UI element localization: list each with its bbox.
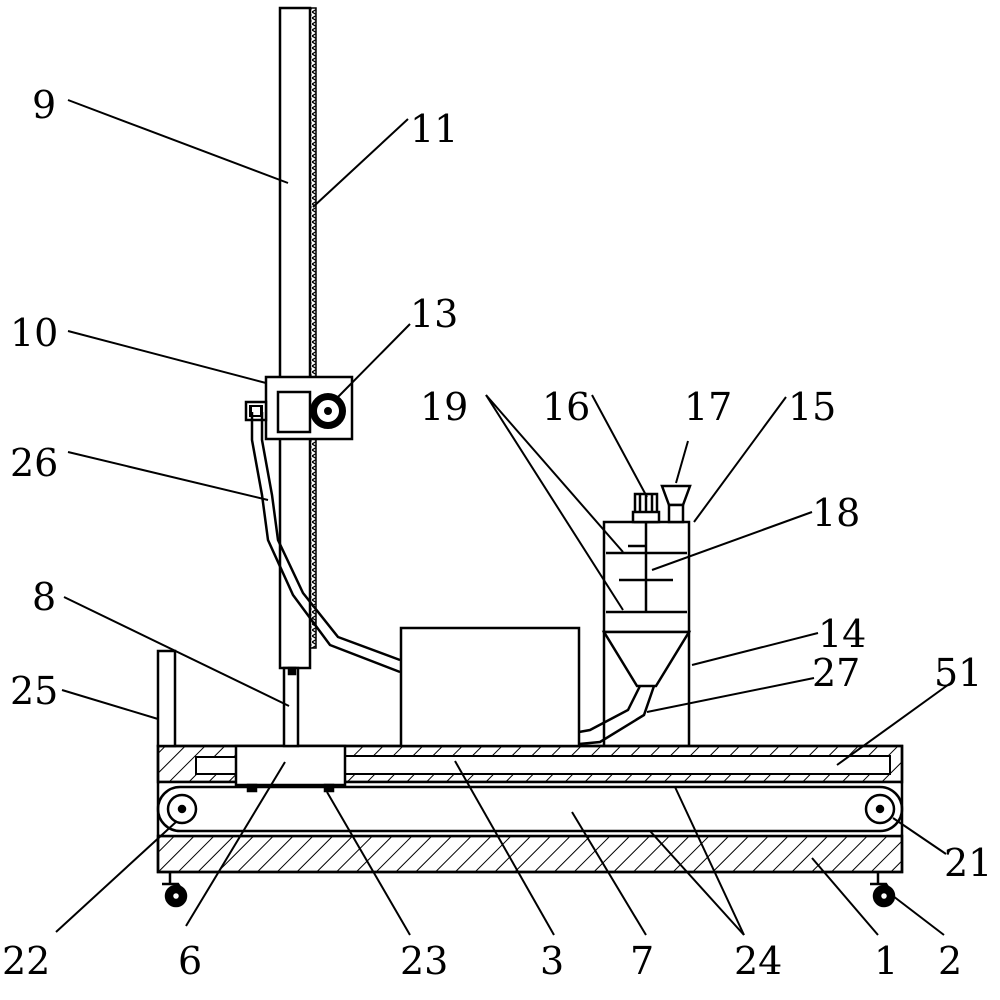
gear <box>310 393 346 429</box>
labels: 9 11 10 13 26 8 25 19 16 17 15 18 14 27 … <box>2 83 992 983</box>
rack <box>309 7 317 649</box>
label-21: 21 <box>944 841 992 885</box>
label-25: 25 <box>10 669 58 713</box>
inner-rod <box>282 666 300 748</box>
motor <box>631 492 661 524</box>
rod-pin <box>287 666 297 676</box>
label-24: 24 <box>734 939 782 983</box>
discharge-pipe <box>578 685 656 746</box>
label-10: 10 <box>10 311 58 355</box>
label-16: 16 <box>542 385 590 429</box>
conveyor-belt <box>156 785 904 833</box>
slider-block <box>234 744 347 793</box>
label-14: 14 <box>818 612 866 656</box>
feed-funnel <box>660 484 692 524</box>
base-bottom-hatch <box>156 834 904 874</box>
label-6: 6 <box>178 939 202 983</box>
label-51: 51 <box>934 651 982 695</box>
machine-box <box>399 626 581 748</box>
mixing-tank <box>601 520 692 746</box>
column <box>278 6 317 748</box>
pulley-22 <box>166 793 198 825</box>
leader-lines <box>55 99 953 936</box>
belt-cavity <box>160 782 900 836</box>
label-11: 11 <box>410 107 458 151</box>
hopper-cone <box>601 630 692 688</box>
label-13: 13 <box>410 292 458 336</box>
label-8: 8 <box>32 575 56 619</box>
label-22: 22 <box>2 939 50 983</box>
label-23: 23 <box>400 939 448 983</box>
label-19: 19 <box>420 385 468 429</box>
handle <box>156 649 177 748</box>
base-frame <box>156 744 904 874</box>
label-3: 3 <box>540 939 564 983</box>
label-18: 18 <box>812 491 860 535</box>
hose <box>250 412 401 674</box>
pulley-21 <box>864 793 896 825</box>
label-27: 27 <box>812 651 860 695</box>
label-7: 7 <box>630 939 654 983</box>
label-17: 17 <box>684 385 732 429</box>
label-2: 2 <box>938 939 962 983</box>
wheel-right <box>870 872 896 908</box>
label-15: 15 <box>788 385 836 429</box>
outer-column <box>278 6 312 670</box>
label-9: 9 <box>32 83 56 127</box>
wheel-left <box>162 872 188 908</box>
end-block <box>195 756 237 775</box>
label-26: 26 <box>10 441 58 485</box>
label-1: 1 <box>874 939 898 983</box>
